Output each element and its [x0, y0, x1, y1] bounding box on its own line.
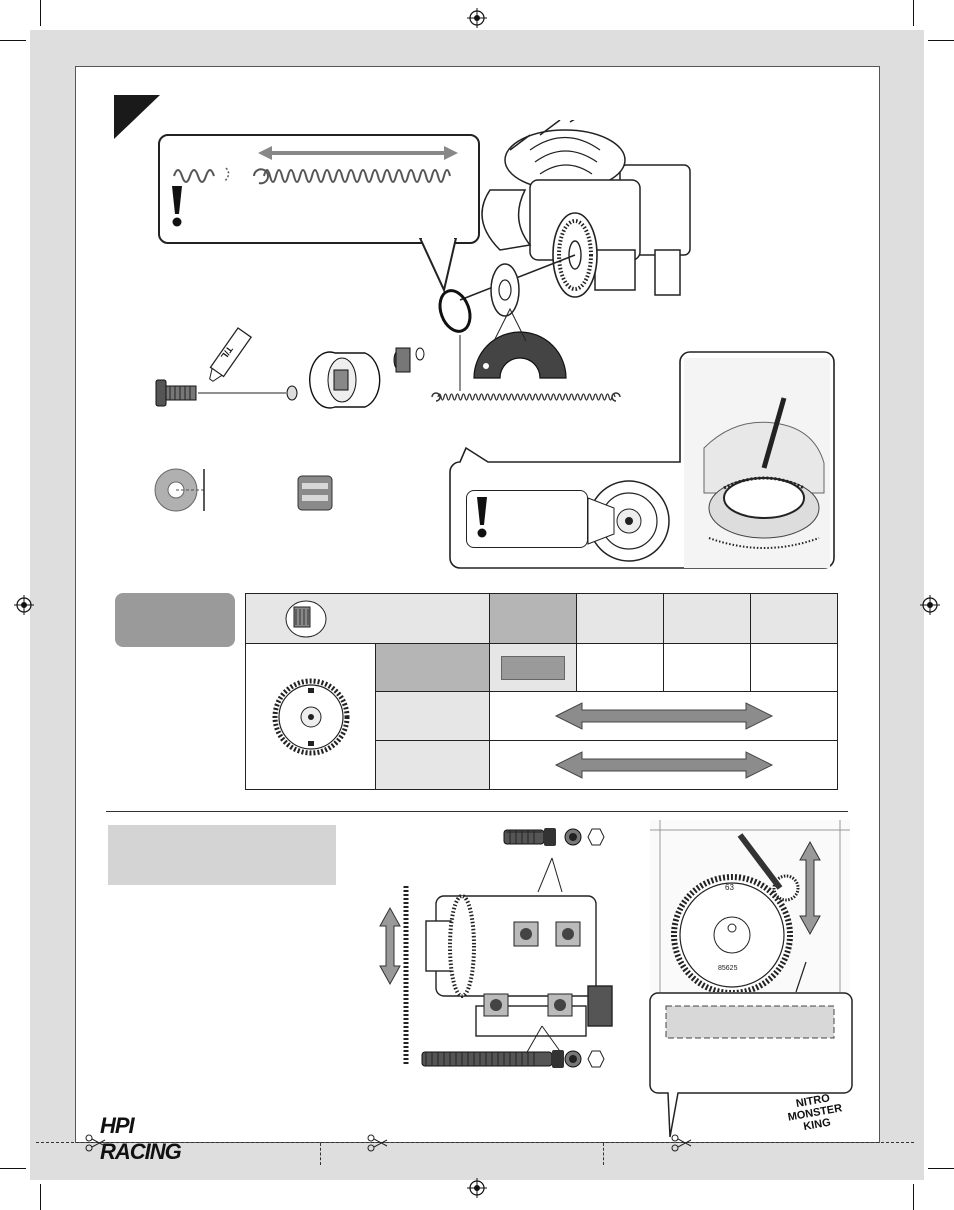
row1-value-1 [489, 643, 577, 692]
clutch-photo [684, 358, 830, 568]
crop-mark [928, 1168, 954, 1169]
mesh-title-box [108, 825, 336, 885]
clutch-spring [431, 392, 621, 402]
registration-mark-right [920, 595, 940, 615]
row1-value-4 [750, 643, 838, 692]
o-ring [438, 289, 472, 333]
column-header-2 [576, 593, 664, 644]
spur-gear-part-no: 85625 [718, 965, 738, 972]
cut-line-tick [320, 1143, 322, 1165]
gear-ratio-table [245, 593, 838, 790]
engine-illustration [459, 120, 691, 317]
registration-mark-left [14, 595, 34, 615]
callout-tail [418, 238, 458, 294]
spur-gear-teeth: 63 [725, 883, 734, 892]
row3-range [489, 740, 838, 790]
column-header-1 [489, 593, 577, 644]
crop-mark [913, 0, 914, 26]
warning-exclamation-icon [477, 497, 487, 538]
nitro-monster-king-logo: NITRO MONSTER KING [776, 1092, 854, 1137]
step-callout [158, 134, 480, 244]
step-flag [114, 95, 160, 139]
spur-gear-cell [245, 643, 376, 790]
range-arrow [554, 751, 773, 779]
row-label-2 [375, 691, 490, 741]
crop-mark [913, 1184, 914, 1210]
gear-mesh-photo: 63 85625 [650, 820, 850, 992]
crop-mark [0, 40, 26, 41]
row-label-1 [375, 643, 490, 692]
crop-mark [928, 40, 954, 41]
exploded-parts: T/L [155, 327, 425, 409]
clutch-bell-icon [285, 600, 327, 637]
washer-part-icon [154, 468, 205, 512]
row2-range [489, 691, 838, 741]
warning-exclamation-icon [172, 186, 182, 227]
section-divider [106, 811, 848, 812]
hpi-logo-text: HPI RACING [100, 1113, 182, 1164]
cut-line [36, 1142, 914, 1143]
spring-leader-line [459, 335, 461, 391]
scissors-icon [671, 1134, 692, 1152]
scissors-icon [367, 1134, 388, 1152]
recommended-value-box [501, 655, 565, 680]
registration-mark-top [467, 8, 487, 28]
column-header-4 [750, 593, 838, 644]
clutch-shoe [473, 331, 567, 379]
nmk-logo-text: NITRO MONSTER KING [786, 1092, 844, 1134]
inset-warning-box [466, 490, 588, 548]
registration-mark-bottom [467, 1178, 487, 1198]
crop-mark [0, 1168, 26, 1169]
engine-mount-illustration [379, 828, 613, 1068]
pinion-header-cell [245, 593, 490, 644]
mesh-callout-pointer [795, 961, 807, 993]
range-arrow [554, 702, 773, 730]
bearing-part-icon [297, 475, 333, 511]
column-header-3 [663, 593, 751, 644]
scissors-icon [85, 1134, 106, 1152]
spring-length-diagram [173, 146, 458, 185]
clutch-shoe-leader [493, 307, 527, 342]
spur-gear-icon [272, 678, 349, 755]
clutch-front-view [587, 480, 670, 562]
row1-value-3 [663, 643, 751, 692]
row1-value-2 [576, 643, 664, 692]
gear-table-label-box [115, 593, 235, 647]
crop-mark [40, 1184, 41, 1210]
crop-mark [40, 0, 41, 26]
row-label-3 [375, 740, 490, 790]
hpi-logo: HPI RACING [100, 1113, 200, 1164]
cut-line-tick [603, 1143, 605, 1165]
mesh-callout-frame [649, 992, 853, 1138]
